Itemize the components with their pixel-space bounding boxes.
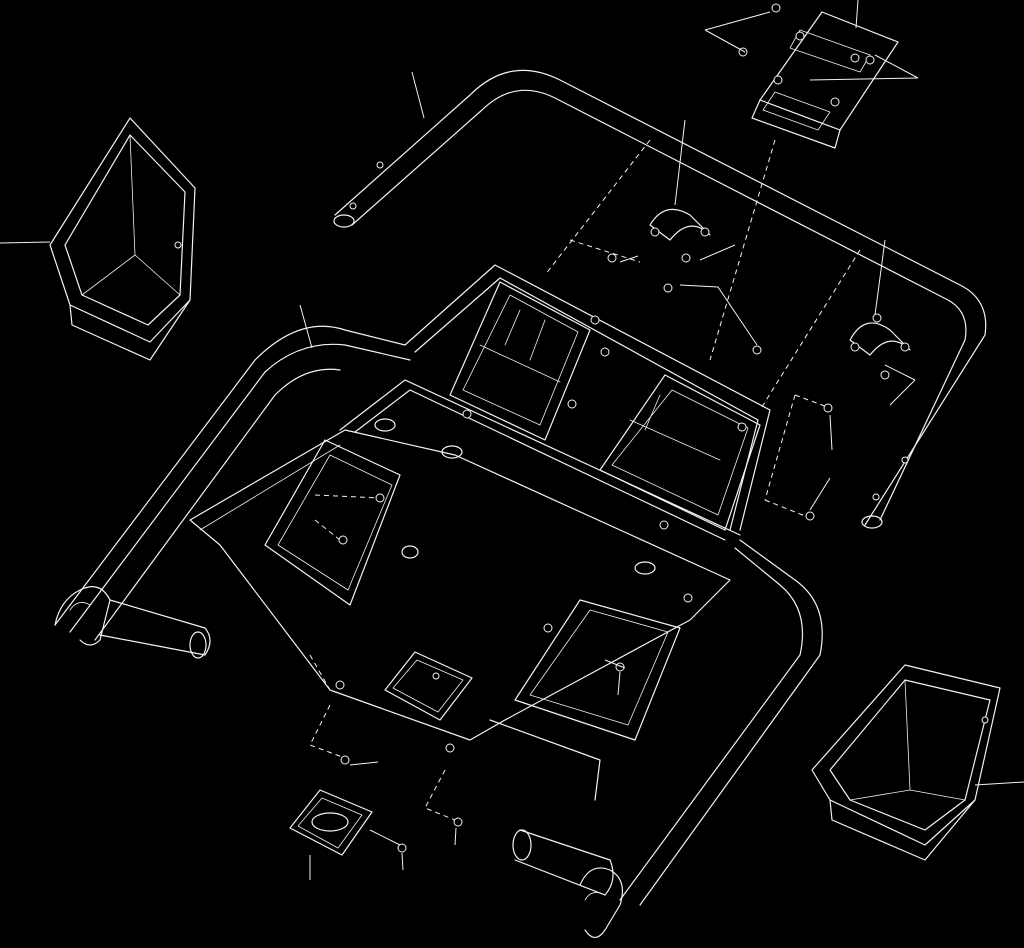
key-plate	[289, 789, 373, 880]
cup-holder-left	[0, 117, 196, 361]
tube-clamp-right	[849, 239, 916, 406]
console-frame	[54, 264, 823, 939]
assembly-guide-lines	[309, 139, 861, 821]
tube-clamp-left	[607, 119, 736, 263]
top-mounting-bracket	[704, 0, 919, 149]
handrail-upper-tube	[333, 69, 987, 529]
cup-holder-right	[811, 664, 1024, 861]
screw-set	[340, 283, 833, 871]
